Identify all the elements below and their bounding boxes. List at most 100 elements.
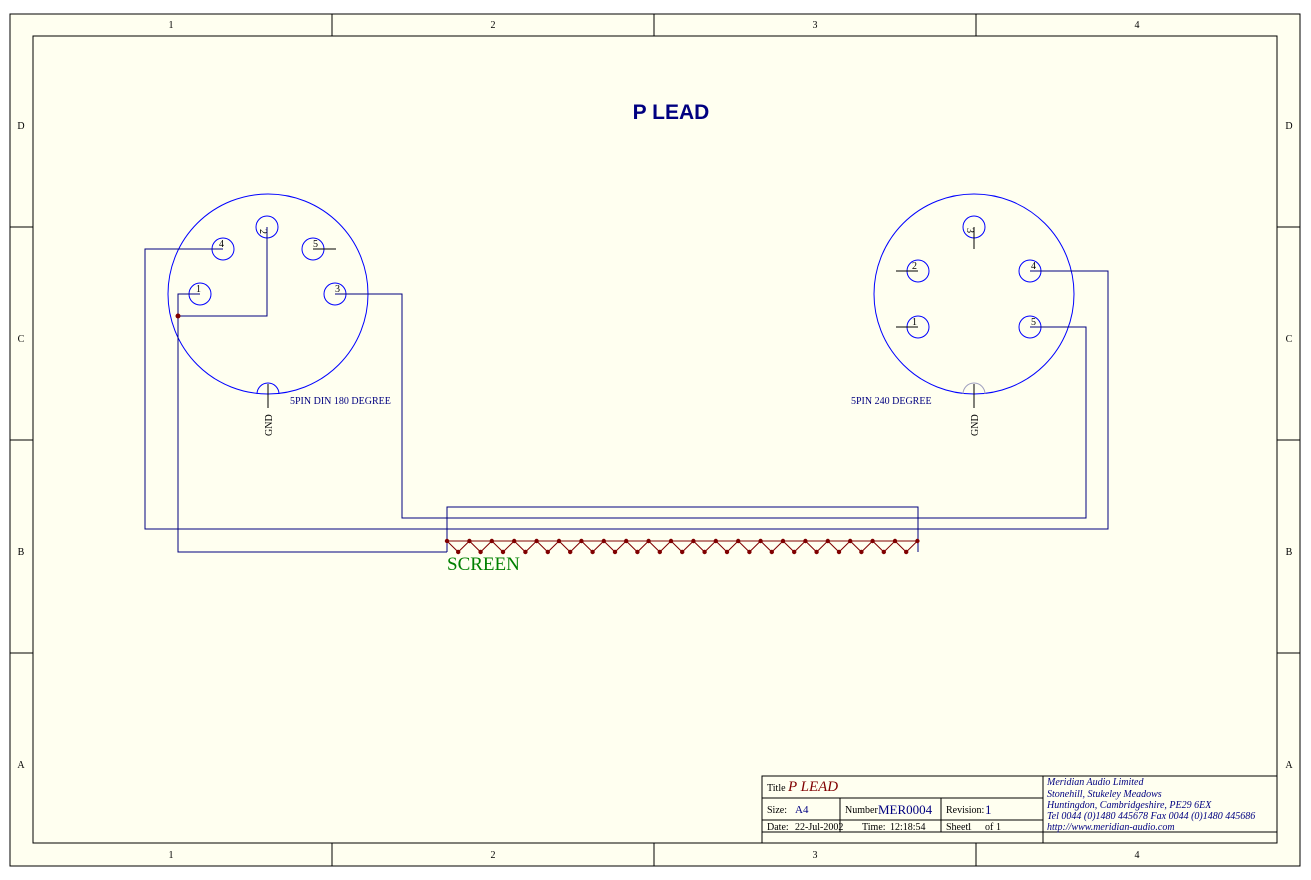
left-pin-1-label: 1 <box>196 284 201 295</box>
screen-braid-node <box>500 549 506 555</box>
screen-braid-node <box>881 549 886 555</box>
screen-braid-node <box>747 549 752 555</box>
wire-pin3-to-pin5 <box>335 293 1087 519</box>
screen-braid-node <box>579 538 584 544</box>
tb-title-value: P LEAD <box>787 779 838 795</box>
tb-revision-value: 1 <box>985 802 992 817</box>
tb-sheet-label: Sheet <box>946 822 968 833</box>
tb-time-value: 12:18:54 <box>890 822 926 833</box>
inner-frame <box>32 35 1278 844</box>
tb-date-value: 22-Jul-2002 <box>795 822 843 833</box>
right-pin-3-label: 3 <box>964 228 975 233</box>
screen-braid-node <box>859 549 864 555</box>
screen-braid-node <box>680 549 685 555</box>
company-line-2: Stonehill, Stukeley Meadows <box>1047 789 1162 800</box>
screen-braid-node <box>646 538 651 544</box>
tb-of-label: of <box>985 822 994 833</box>
screen-braid-node <box>467 538 472 544</box>
zone-col-2-bottom: 2 <box>491 850 496 861</box>
screen-braid-node <box>870 538 875 544</box>
screen-braid-node <box>556 538 562 544</box>
zone-col-3-bottom: 3 <box>813 850 818 861</box>
screen-braid-node <box>825 538 830 544</box>
screen-braid-node <box>657 549 662 555</box>
screen-braid-node <box>814 549 819 555</box>
screen-braid-node <box>915 538 920 544</box>
right-pin-5-label: 5 <box>1031 317 1036 328</box>
right-pin-2-label: 2 <box>912 261 917 272</box>
screen-braid-node <box>545 549 550 555</box>
left-connector-label: 5PIN DIN 180 DEGREE <box>290 396 391 407</box>
left-pin-4-label: 4 <box>219 239 224 250</box>
zone-row-a-right: A <box>1285 760 1293 771</box>
zone-row-c-right: C <box>1286 334 1293 345</box>
zone-row-c-left: C <box>18 334 25 345</box>
left-pin-3-label: 3 <box>335 284 340 295</box>
cable-wires <box>144 227 1109 553</box>
zone-row-a-left: A <box>17 760 25 771</box>
left-pin-5-label: 5 <box>313 239 318 250</box>
tb-title-label: Title <box>767 783 786 794</box>
screen-braid-node <box>691 538 696 544</box>
screen-braid-node <box>780 538 786 544</box>
company-line-5: http://www.meridian-audio.com <box>1047 822 1175 833</box>
zone-col-1-top: 1 <box>169 20 174 31</box>
tb-size-label: Size: <box>767 805 787 816</box>
wire-pin4 <box>144 248 1109 530</box>
screen-braid-node <box>758 538 763 544</box>
left-gnd-arc <box>256 382 280 395</box>
zone-col-3-top: 3 <box>813 20 818 31</box>
zone-dividers <box>10 14 1300 866</box>
tb-sheet-value: 1 <box>967 822 972 833</box>
right-connector-label: 5PIN 240 DEGREE <box>851 396 932 407</box>
tb-size-value: A4 <box>795 804 809 816</box>
screen-braid-node <box>612 549 618 555</box>
zone-row-b-left: B <box>18 547 25 558</box>
screen-braid-node <box>489 538 494 544</box>
right-pin-4-label: 4 <box>1031 261 1036 272</box>
zone-col-4-bottom: 4 <box>1135 850 1140 861</box>
screen-braid-node <box>523 549 528 555</box>
zone-col-1-bottom: 1 <box>169 850 174 861</box>
tb-number-label: Number <box>845 805 878 816</box>
wire-pin1-to-screen <box>177 293 447 553</box>
right-din-connector <box>873 193 1075 408</box>
screen-braid-node <box>702 549 707 555</box>
screen-braid-node <box>534 538 539 544</box>
screen-braid-node <box>904 549 909 555</box>
tb-of-value: 1 <box>996 822 1001 833</box>
company-line-4: Tel 0044 (0)1480 445678 Fax 0044 (0)1480… <box>1047 811 1255 822</box>
tb-number-value: MER0004 <box>878 802 933 817</box>
cable-jacket <box>446 506 919 552</box>
tb-revision-label: Revision: <box>946 805 984 816</box>
screen-label: SCREEN <box>447 554 520 575</box>
screen-braid-node <box>568 549 573 555</box>
title-block <box>761 775 1278 844</box>
screen-braid-node <box>803 538 808 544</box>
right-pin-1-label: 1 <box>912 317 917 328</box>
screen-braid-node <box>456 549 461 555</box>
company-line-3: Huntingdon, Cambridgeshire, PE29 6EX <box>1046 800 1212 811</box>
tb-date-label: Date: <box>767 822 789 833</box>
screen-braid <box>444 538 920 555</box>
zone-row-d-left: D <box>17 121 24 132</box>
screen-braid-node <box>848 538 853 544</box>
company-line-1: Meridian Audio Limited <box>1046 777 1144 788</box>
screen-braid-node <box>635 549 640 555</box>
wire-pin2 <box>178 227 268 317</box>
zone-row-d-right: D <box>1285 121 1292 132</box>
screen-braid-node <box>892 538 898 544</box>
zone-col-2-top: 2 <box>491 20 496 31</box>
screen-braid-node <box>601 538 606 544</box>
screen-braid-node <box>769 549 774 555</box>
zone-col-4-top: 4 <box>1135 20 1140 31</box>
screen-braid-node <box>836 549 842 555</box>
right-gnd-label: GND <box>970 414 981 436</box>
zone-row-b-right: B <box>1286 547 1293 558</box>
screen-braid-node <box>668 538 674 544</box>
tb-time-label: Time: <box>862 822 886 833</box>
screen-braid-node <box>724 549 730 555</box>
screen-braid-node <box>512 538 517 544</box>
left-pin-2-label: 2 <box>257 229 268 234</box>
